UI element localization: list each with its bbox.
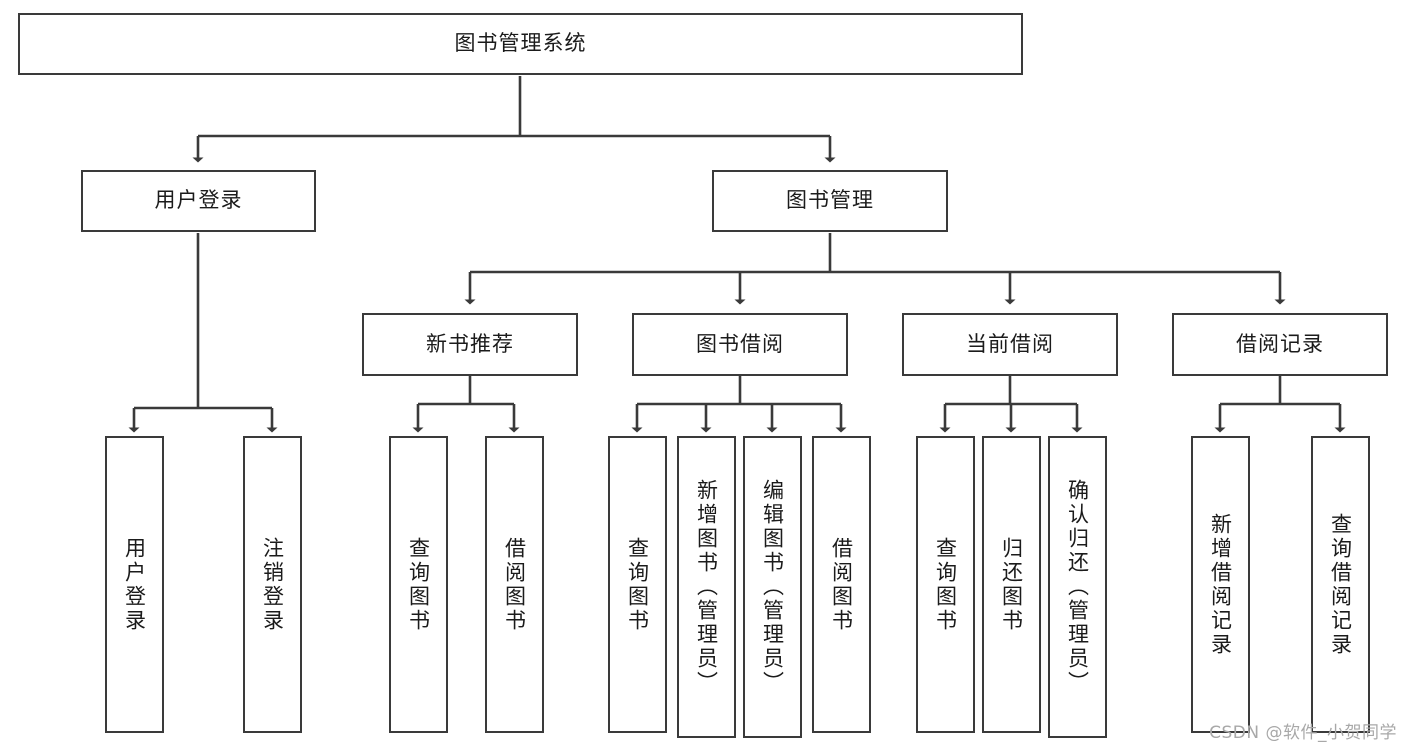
leaf-return-book[interactable]: 归还图书 [982,436,1041,733]
node-label: 图书借阅 [696,331,784,356]
node-label: 查询借阅记录 [1328,512,1353,657]
node-label: 新书推荐 [426,331,514,356]
csdn-watermark: CSDN @软件_小贺同学 [1209,723,1397,743]
leaf-query-book-borrow[interactable]: 查询图书 [608,436,667,733]
node-label: 查询图书 [625,536,650,633]
leaf-borrow-book[interactable]: 借阅图书 [812,436,871,733]
node-label: 编辑图书（管理员） [760,479,785,695]
node-label: 查询图书 [933,536,958,633]
node-label: 图书管理系统 [454,31,587,56]
node-borrow-record[interactable]: 借阅记录 [1172,313,1388,376]
node-label: 当前借阅 [966,331,1054,356]
node-label: 用户登录 [154,188,243,213]
node-label: 借阅图书 [502,536,527,633]
node-label: 注销登录 [260,536,285,633]
node-user-login[interactable]: 用户登录 [81,170,316,232]
leaf-query-book-current[interactable]: 查询图书 [916,436,975,733]
node-label: 图书管理 [786,188,874,213]
node-current-borrow[interactable]: 当前借阅 [902,313,1118,376]
leaf-user-login[interactable]: 用户登录 [105,436,164,733]
leaf-add-book-admin[interactable]: 新增图书（管理员） [677,436,736,738]
leaf-edit-book-admin[interactable]: 编辑图书（管理员） [743,436,802,738]
node-label: 新增借阅记录 [1208,512,1233,657]
leaf-query-borrow-record[interactable]: 查询借阅记录 [1311,436,1370,733]
leaf-confirm-return-admin[interactable]: 确认归还（管理员） [1048,436,1107,738]
node-label: 查询图书 [406,536,431,633]
leaf-logout-login[interactable]: 注销登录 [243,436,302,733]
node-book-management[interactable]: 图书管理 [712,170,948,232]
node-label: 新增图书（管理员） [694,479,719,695]
node-root-book-management-system[interactable]: 图书管理系统 [18,13,1023,75]
node-book-borrow[interactable]: 图书借阅 [632,313,848,376]
node-label: 确认归还（管理员） [1065,479,1090,695]
leaf-query-book-recommendation[interactable]: 查询图书 [389,436,448,733]
node-label: 归还图书 [999,536,1024,633]
node-label: 借阅记录 [1236,331,1324,356]
leaf-borrow-book-recommendation[interactable]: 借阅图书 [485,436,544,733]
node-label: 借阅图书 [829,536,854,633]
node-new-book-recommendation[interactable]: 新书推荐 [362,313,578,376]
node-label: 用户登录 [122,536,147,633]
leaf-add-borrow-record[interactable]: 新增借阅记录 [1191,436,1250,733]
